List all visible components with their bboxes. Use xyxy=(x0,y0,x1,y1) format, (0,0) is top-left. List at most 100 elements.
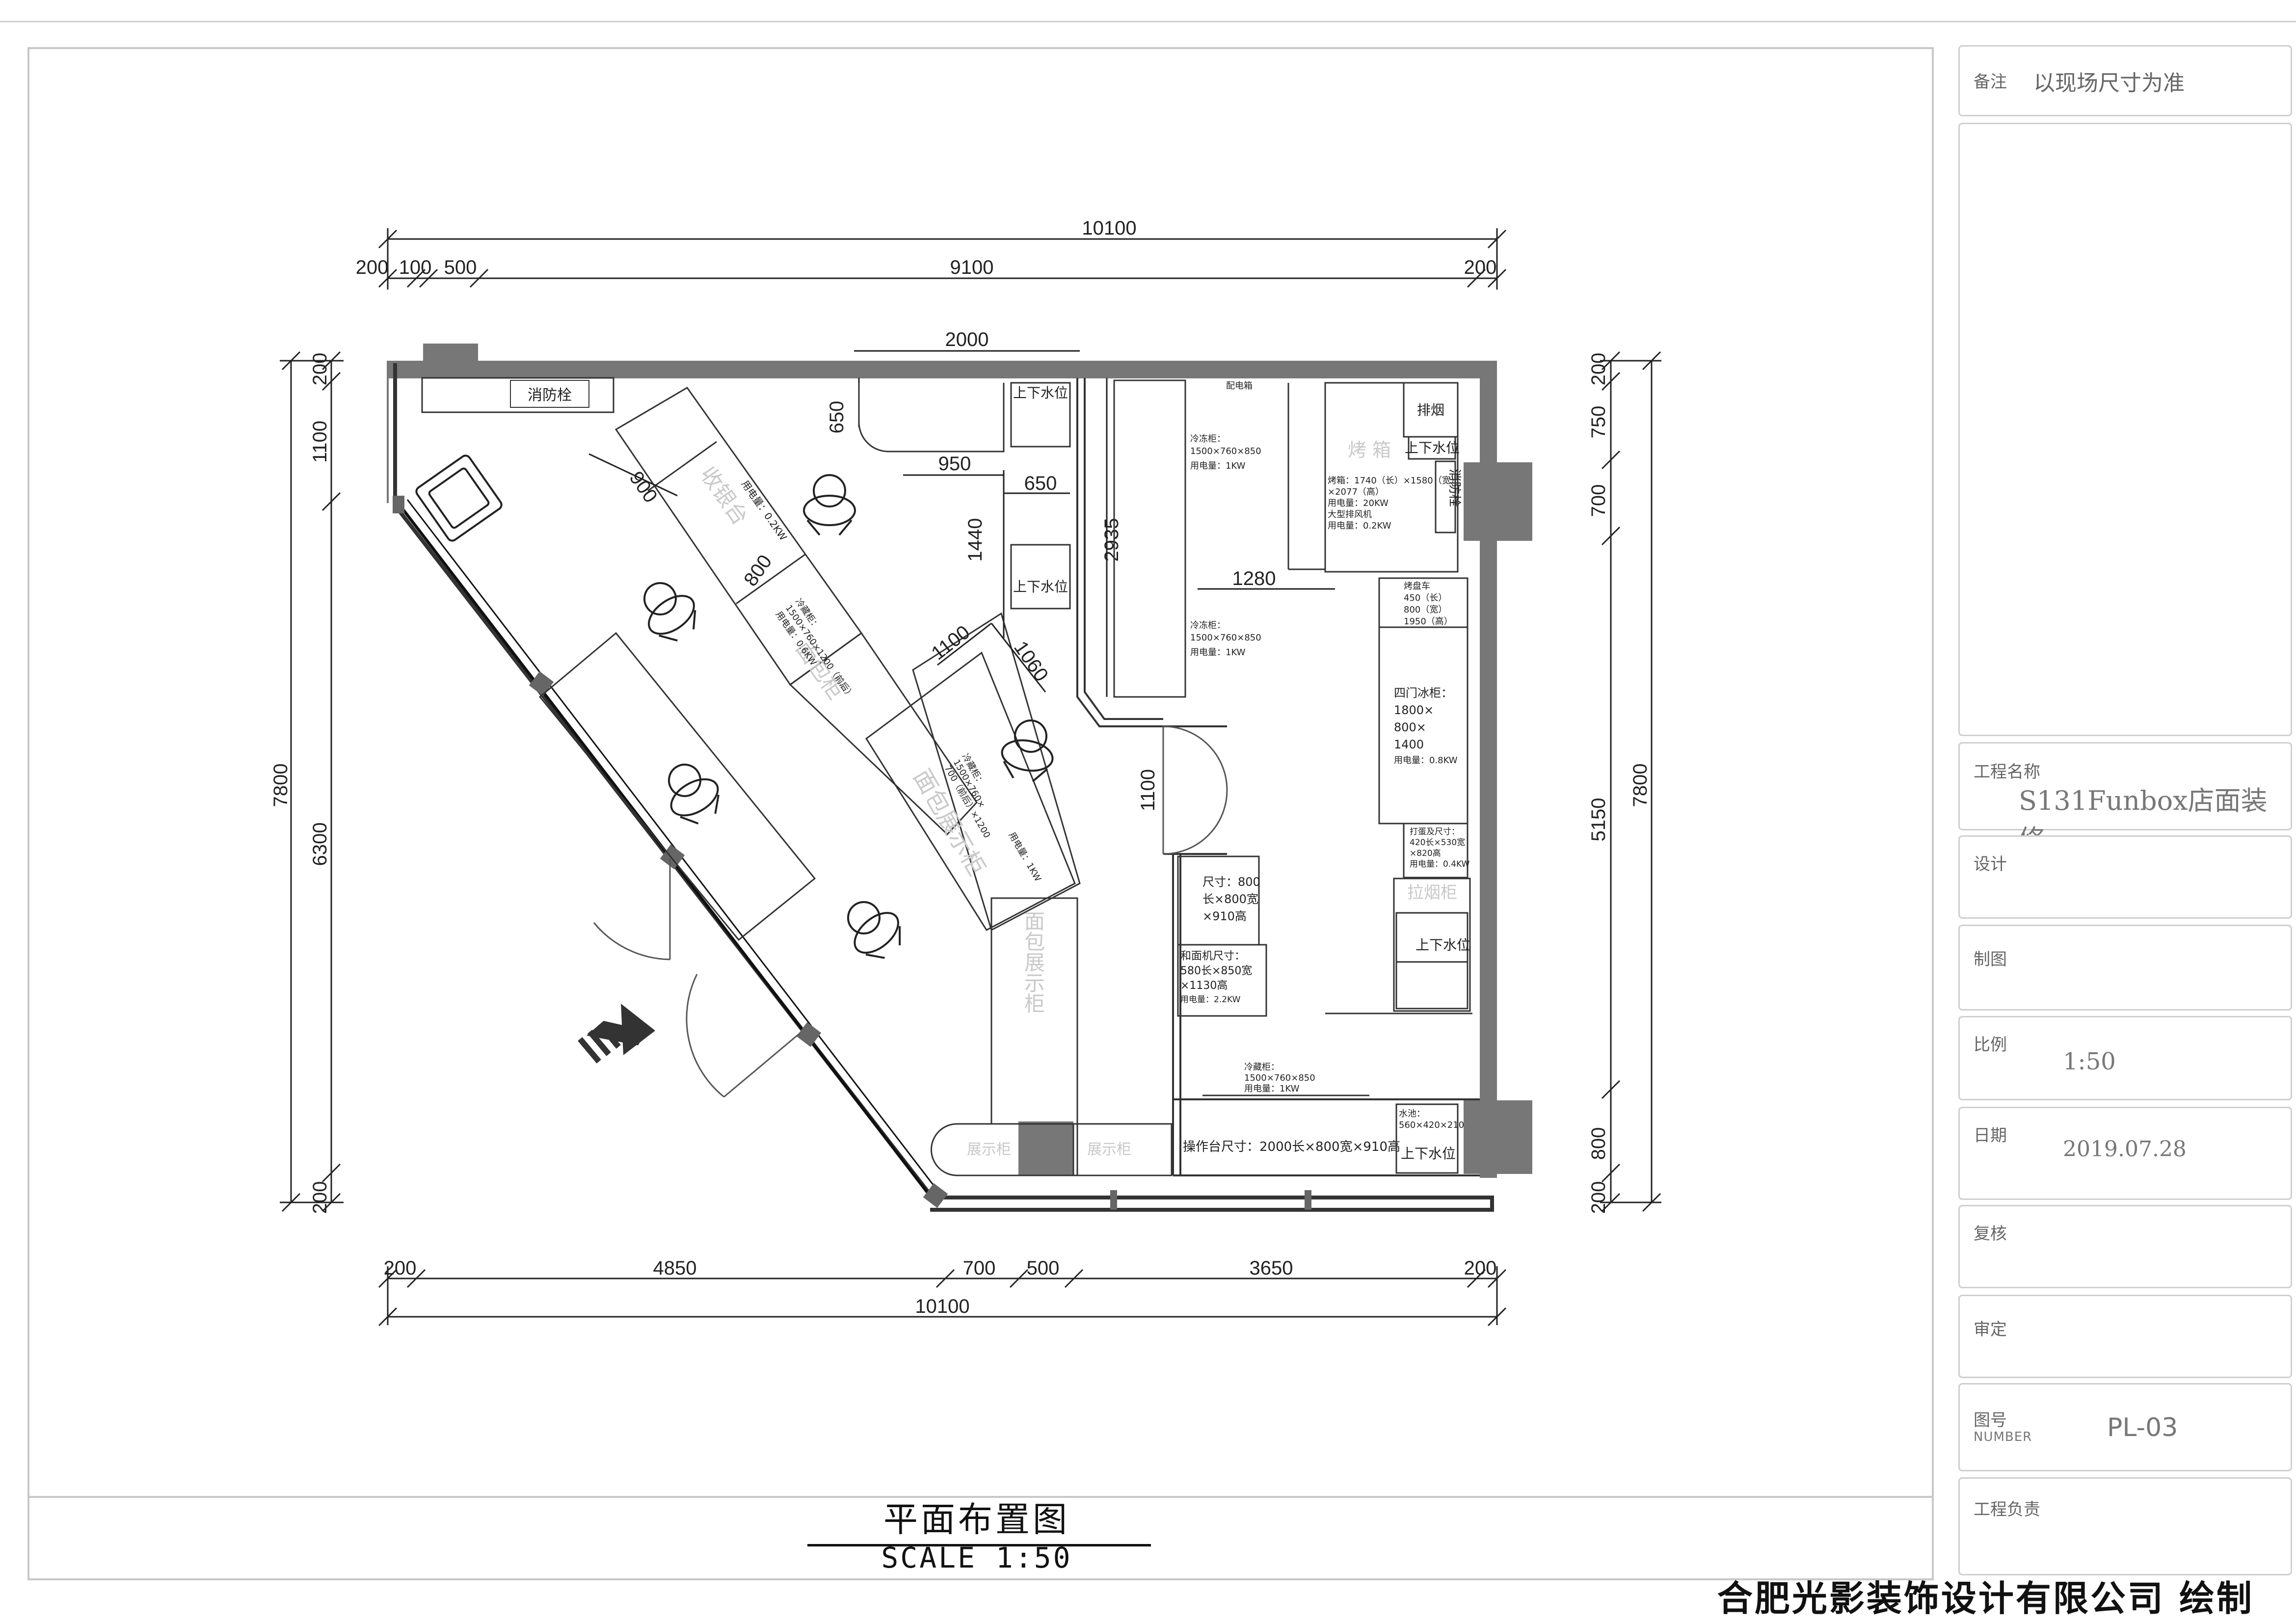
dim-right-seg-2: 750 xyxy=(1588,406,1609,439)
prep-boxes xyxy=(1177,855,1267,1017)
entry-arrow-icon xyxy=(578,1004,655,1064)
counter-table xyxy=(538,632,978,941)
number-cell: 图号 NUMBER PL-03 xyxy=(1958,1383,2292,1471)
dim-bottom-seg-2: 4850 xyxy=(653,1257,697,1279)
display-left-label: 展示柜 xyxy=(967,1141,1011,1158)
number-key: 图号 xyxy=(1974,1411,2007,1430)
dim-right-seg-5: 800 xyxy=(1588,1127,1609,1160)
dough-3: 用电量：2.2KW xyxy=(1180,995,1241,1005)
dim-top-seg-4: 9100 xyxy=(950,257,994,278)
water-label-1: 上下水位 xyxy=(1013,385,1068,401)
glass-facade xyxy=(393,363,1494,1212)
mixer-0: 打蛋及尺寸： xyxy=(1410,827,1460,837)
dim-top-seg-5: 200 xyxy=(1464,257,1497,278)
bread-display-vertical xyxy=(931,897,1078,1176)
fridge-a-1: 1500×760×850 xyxy=(1190,446,1261,456)
dim-left-seg-3: 6300 xyxy=(309,823,331,866)
mixer-3: 用电量：0.4KW xyxy=(1410,859,1470,869)
fridge-c-2: 用电量：1KW xyxy=(1244,1084,1300,1094)
kitchen-partitions xyxy=(1076,378,1480,1176)
water-label-5: 上下水位 xyxy=(1401,1145,1456,1162)
column-right-upper xyxy=(1464,462,1532,541)
oven-spec-1: ×2077（高） xyxy=(1328,487,1384,497)
dim-right-seg-3: 700 xyxy=(1588,484,1609,517)
dim-top-seg-3: 500 xyxy=(444,257,477,278)
dim-bottom-seg-5: 3650 xyxy=(1250,1257,1293,1279)
lead-cell: 工程负责 xyxy=(1958,1477,2292,1575)
dim-2935: 2935 xyxy=(1101,518,1122,562)
cashier-label: 收银台 xyxy=(695,462,752,530)
mixer-1: 420长×530宽 xyxy=(1410,838,1465,848)
dim-650a: 650 xyxy=(826,401,848,434)
person-icons xyxy=(643,474,1054,959)
dim-1100a: 1100 xyxy=(928,621,974,665)
review-key: 复核 xyxy=(1974,1224,2007,1244)
fire-hydrant-top-label: 消防栓 xyxy=(528,387,572,404)
dim-1440: 1440 xyxy=(964,518,986,562)
dough-2: ×1130高 xyxy=(1180,980,1228,992)
mixer-2: ×820高 xyxy=(1410,849,1441,858)
dim-950: 950 xyxy=(938,453,971,475)
review-cell: 复核 xyxy=(1958,1205,2292,1288)
date-cell: 日期 2019.07.28 xyxy=(1958,1107,2292,1200)
water-label-4: 上下水位 xyxy=(1415,937,1470,953)
dim-left-seg-4: 200 xyxy=(309,1181,331,1214)
dim-top-seg-2: 100 xyxy=(399,257,432,278)
dim-top-seg-1: 200 xyxy=(356,257,389,278)
drawing-title: 平面布置图 xyxy=(883,1499,1070,1540)
sink-box xyxy=(1395,1103,1459,1174)
four-door-4: 用电量：0.8KW xyxy=(1394,755,1458,766)
dim-bottom-seg-4: 500 xyxy=(1027,1257,1060,1279)
drawing-title-underline xyxy=(807,1544,1151,1546)
oven-spec-4: 用电量：0.2KW xyxy=(1328,521,1391,531)
drawing-scale: SCALE 1:50 xyxy=(881,1541,1072,1574)
dim-2000: 2000 xyxy=(945,329,989,350)
wall-top xyxy=(388,361,1497,378)
size-box-2: ×910高 xyxy=(1202,909,1247,923)
project-cell: 工程名称 S131Funbox店面装修 xyxy=(1958,742,2292,855)
worktop-label: 操作台尺寸：2000长×800宽×910高 xyxy=(1183,1140,1400,1154)
display-right-label: 展示柜 xyxy=(1087,1141,1131,1158)
remark-value: 以现场尺寸为准 xyxy=(2033,71,2185,96)
fridge-b-2: 用电量：1KW xyxy=(1190,647,1246,658)
fridge-b-1: 1500×760×850 xyxy=(1190,633,1261,643)
four-door-3: 1400 xyxy=(1394,738,1424,751)
dim-top-total: 10100 xyxy=(1082,217,1136,239)
outer-border xyxy=(27,47,1934,1580)
scale-value: 1:50 xyxy=(2063,1048,2116,1075)
bread-display-vertical-label: 面包展示柜 xyxy=(1021,910,1045,1013)
bread-display-diagonal xyxy=(865,612,1081,932)
dimension-left xyxy=(280,351,344,1212)
number-sub: NUMBER xyxy=(1974,1430,2032,1444)
design-key: 设计 xyxy=(1974,854,2007,874)
rack-3: 1950（高） xyxy=(1404,616,1453,627)
draw-cell: 制图 xyxy=(1958,925,2292,1011)
dim-right-seg-4: 5150 xyxy=(1588,798,1609,842)
fridge-a-2: 用电量：1KW xyxy=(1190,461,1246,471)
scale-key: 比例 xyxy=(1974,1035,2007,1055)
approve-cell: 审定 xyxy=(1958,1295,2292,1378)
column-right-lower xyxy=(1464,1100,1532,1174)
sink-0: 水池： xyxy=(1399,1109,1425,1119)
oven-spec-0: 烤箱：1740（长）×1580（宽） xyxy=(1328,476,1460,486)
rack-2: 800（宽） xyxy=(1404,605,1447,615)
date-value: 2019.07.28 xyxy=(2063,1137,2187,1162)
project-key: 工程名称 xyxy=(1974,762,2040,782)
dim-right-total: 7800 xyxy=(1629,764,1651,807)
fire-hydrant-right-label: 消防栓 xyxy=(1447,469,1462,507)
draw-key: 制图 xyxy=(1974,950,2007,969)
four-door-0: 四门冰柜： xyxy=(1394,686,1453,700)
fridge-c-1: 1500×760×850 xyxy=(1244,1073,1315,1083)
dim-1100b: 1100 xyxy=(1137,769,1159,811)
dim-right-seg-6: 200 xyxy=(1588,1181,1609,1214)
distribution-box-label: 配电箱 xyxy=(1226,381,1253,391)
dough-0: 和面机尺寸： xyxy=(1180,950,1245,962)
oven-spec-2: 用电量：20KW xyxy=(1328,498,1388,508)
dim-650b: 650 xyxy=(1024,473,1057,494)
oven-room xyxy=(1287,382,1459,573)
dim-right-seg-1: 200 xyxy=(1588,353,1609,386)
fire-hydrant-top xyxy=(421,377,614,413)
water-label-2: 上下水位 xyxy=(1013,579,1068,595)
dim-800: 800 xyxy=(740,551,776,590)
scale-cell: 比例 1:50 xyxy=(1958,1016,2292,1100)
